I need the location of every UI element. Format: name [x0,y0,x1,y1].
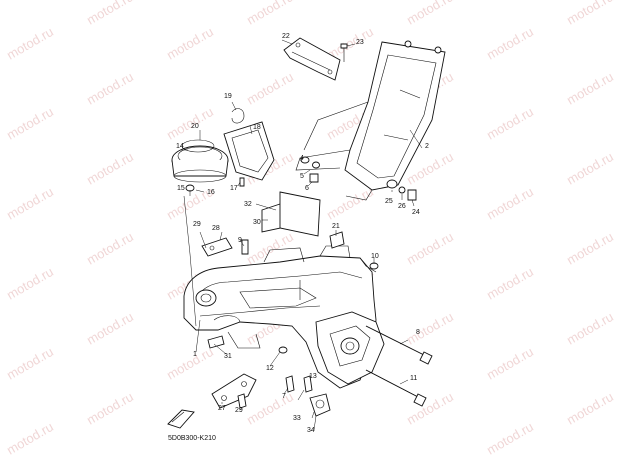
callout-labels: 1245678910111213141516171819202122232425… [176,33,429,434]
hardware-25-part[interactable] [386,179,398,189]
watermark-text: motod.ru [4,419,56,458]
front-arrow-icon [167,409,195,429]
hardware-9-part[interactable] [241,239,249,255]
watermark-text: motod.ru [404,229,456,268]
callout-label: 2 [425,143,429,150]
callout-label: 13 [309,373,317,380]
watermark-text: motod.ru [4,104,56,143]
callout-label: 30 [253,219,261,226]
watermark-text: motod.ru [564,69,616,108]
watermark-text: motod.ru [4,184,56,223]
hardware-6-part[interactable] [309,173,319,183]
long-bolt-11-part[interactable] [365,369,427,407]
callout-label: 29 [193,221,201,228]
hardware-31-part[interactable] [207,335,225,349]
watermark-text: motod.ru [84,389,136,428]
callout-label: 24 [412,209,420,216]
callout-label: 27 [218,405,226,412]
hardware-24-part[interactable] [407,189,417,201]
watermark-text: motod.ru [4,344,56,383]
watermark-text: motod.ru [484,344,536,383]
callout-label: 8 [416,329,420,336]
callout-label: 15 [177,185,185,192]
watermark-text: motod.ru [564,149,616,188]
panel-32-part[interactable] [279,191,321,237]
callout-label: 19 [224,93,232,100]
callout-label: 5 [300,173,304,180]
watermark-text: motod.ru [564,389,616,428]
collar-33-part[interactable] [309,393,331,417]
watermark-text: motod.ru [404,309,456,348]
watermark-text: motod.ru [404,389,456,428]
callout-label: 4 [300,155,304,162]
long-bolt-8-part[interactable] [365,325,433,365]
watermark-text: motod.ru [244,389,296,428]
callout-label: 7 [282,393,286,400]
watermark-text: motod.ru [84,0,136,28]
callout-label: 18 [253,124,261,131]
watermark-text: motod.ru [484,419,536,458]
rear-subframe-part[interactable] [295,40,446,201]
watermark-text: motod.ru [484,104,536,143]
watermark-text: motod.ru [484,264,536,303]
callout-label: 12 [266,365,274,372]
callout-label: 32 [244,201,252,208]
watermark-text: motod.ru [164,24,216,63]
hardware-12-part[interactable] [278,346,288,354]
bolt-23-part[interactable] [340,43,348,62]
bracket-28-part[interactable] [201,237,233,257]
seat-bracket-part[interactable] [283,37,341,81]
watermark-text: motod.ru [324,184,376,223]
callout-label: 34 [307,427,315,434]
hardware-21-part[interactable] [329,231,345,249]
watermark-text: motod.ru [4,24,56,63]
clip-19-part[interactable] [231,108,245,124]
callout-label: 1 [193,351,197,358]
watermark-text: motod.ru [564,0,616,28]
callout-label: 25 [385,198,393,205]
engine-bracket-27-part[interactable] [211,373,257,409]
callout-label: 11 [410,375,417,382]
diagram-code-label: 5D0B300-K210 [168,435,216,442]
callout-label: 14 [176,143,184,150]
main-frame-part[interactable] [183,245,385,389]
bolt-17-part[interactable] [239,177,245,187]
watermark-text: motod.ru [484,184,536,223]
callout-label: 20 [191,123,199,130]
callout-label: 22 [282,33,290,40]
callout-label: 28 [212,225,220,232]
callout-label: 16 [207,189,215,196]
callout-label: 23 [356,39,364,46]
watermark-text: motod.ru [244,69,296,108]
watermark-text: motod.ru [164,344,216,383]
watermark-text: motod.ru [84,229,136,268]
callout-label: 10 [371,253,379,260]
watermark-text: motod.ru [564,309,616,348]
watermark-text: motod.ru [244,0,296,28]
watermark-text: motod.ru [84,149,136,188]
callout-label: 17 [230,185,238,192]
cap-assembly-part[interactable] [171,139,229,183]
callout-label: 6 [305,185,309,192]
callout-label: 33 [293,415,301,422]
watermark-text: motod.ru [4,264,56,303]
callout-label: 21 [332,223,340,230]
leader-lines [180,39,423,431]
callout-label: 9 [238,237,242,244]
watermark-text: motod.ru [564,229,616,268]
callout-label: 31 [224,353,232,360]
watermark-text: motod.ru [84,309,136,348]
watermark-text: motod.ru [84,69,136,108]
watermark-text: motod.ru [484,24,536,63]
hardware-29b-part[interactable] [237,393,247,409]
callout-label: 26 [398,203,406,210]
watermark-text: motod.ru [404,0,456,28]
hardware-5-part[interactable] [312,161,320,169]
side-cover-part[interactable] [223,121,275,181]
hardware-26-part[interactable] [398,186,406,194]
callout-label: 29 [235,407,243,414]
hardware-13-part[interactable] [303,375,313,393]
watermark-text: motod.ru [164,104,216,143]
